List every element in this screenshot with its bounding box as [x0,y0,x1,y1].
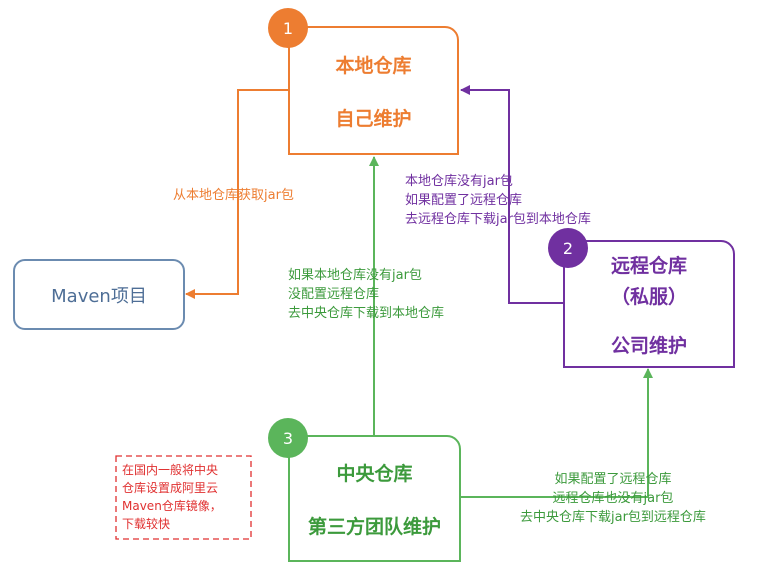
label-remote-to-local: 本地仓库没有jar包 如果配置了远程仓库 去远程仓库下载jar包到本地仓库 [405,174,591,227]
central-repo-box: 中央仓库 第三方团队维护 [288,435,461,562]
note-box-border [115,455,252,540]
remote-repo-subtitle: 公司维护 [610,334,687,357]
local-repo-box: 本地仓库 自己维护 [288,26,459,155]
central-repo-title: 中央仓库 [336,462,413,485]
label-central-to-remote: 如果配置了远程仓库 远程仓库也没有jar包 去中央仓库下载jar包到远程仓库 [520,472,706,525]
central-repo-badge: 3 [268,418,308,458]
maven-project-box: Maven项目 [13,259,185,330]
label-central-to-local: 如果本地仓库没有jar包 没配置远程仓库 去中央仓库下载到本地仓库 [288,268,445,321]
mirror-note: 在国内一般将中央 仓库设置成阿里云 Maven仓库镜像， 下载较快 [122,463,222,531]
arrow-central-to-remote [461,368,653,498]
arrow-remote-to-local [460,85,563,304]
remote-repo-badge: 2 [548,228,588,268]
remote-repo-title: 远程仓库 [610,254,687,277]
label-local-to-maven: 从本地仓库获取jar包 [173,188,294,203]
maven-project-title: Maven项目 [51,285,147,307]
local-repo-title: 本地仓库 [335,54,412,77]
arrow-local-to-maven [185,89,288,299]
remote-repo-box: 远程仓库 （私服） 公司维护 [563,240,735,368]
remote-repo-subtitle-paren: （私服） [610,285,687,308]
central-repo-subtitle: 第三方团队维护 [307,515,441,538]
local-repo-badge: 1 [268,8,308,48]
local-repo-subtitle: 自己维护 [335,107,412,130]
